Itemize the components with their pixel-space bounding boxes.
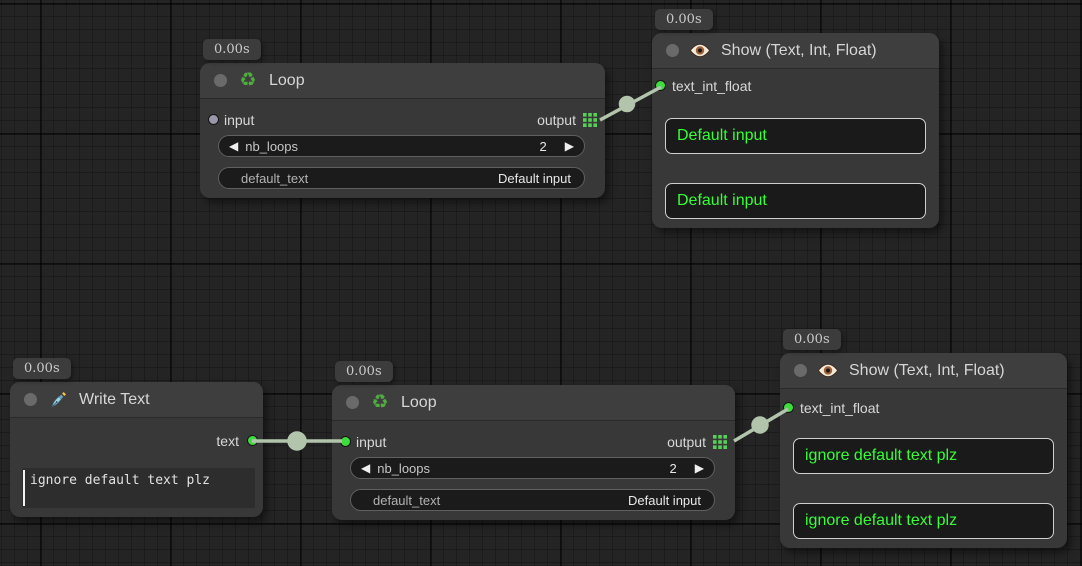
input-slot-label: text_int_float xyxy=(672,78,752,94)
node-header[interactable]: Show (Text, Int, Float) xyxy=(780,353,1067,389)
input-socket[interactable] xyxy=(783,402,794,413)
recycle-icon: ♻ xyxy=(371,391,389,413)
show-output-box: ignore default text plz xyxy=(793,438,1054,474)
eye-icon xyxy=(817,361,839,381)
link-midpoint-dot[interactable] xyxy=(618,95,636,113)
slot-row: text xyxy=(10,430,263,452)
node-show-bottom[interactable]: 0.00s Show (Text, Int, Float) text_int_f… xyxy=(780,329,1067,548)
nb-loops-stepper[interactable]: ◀ nb_loops 2 ▶ xyxy=(350,457,715,479)
decrement-arrow-icon[interactable]: ◀ xyxy=(229,139,239,153)
widget-label: nb_loops xyxy=(377,460,431,476)
input-socket[interactable] xyxy=(208,114,219,125)
link-midpoint-dot[interactable] xyxy=(751,416,769,434)
output-socket[interactable] xyxy=(247,435,258,446)
output-grid-socket[interactable] xyxy=(583,113,597,127)
link-midpoint-dot[interactable] xyxy=(287,431,307,451)
output-slot-label: output xyxy=(537,112,576,128)
execution-time-badge: 0.00s xyxy=(203,39,261,60)
collapse-dot[interactable] xyxy=(346,396,359,409)
widget-value: Default input xyxy=(628,492,701,508)
slot-row: input output xyxy=(332,431,735,453)
input-socket[interactable] xyxy=(340,436,351,447)
slot-row: text_int_float xyxy=(652,75,939,97)
output-slot-label: text xyxy=(216,433,239,449)
widget-label: default_text xyxy=(241,170,309,186)
node-loop-bottom[interactable]: 0.00s ♻ Loop input output ◀ nb_loops 2 ▶… xyxy=(332,361,735,520)
recycle-icon: ♻ xyxy=(239,69,257,91)
slot-row: text_int_float xyxy=(780,397,1067,419)
execution-time-badge: 0.00s xyxy=(335,361,393,382)
output-grid-socket[interactable] xyxy=(713,435,727,449)
collapse-dot[interactable] xyxy=(24,393,37,406)
default-text-widget[interactable]: default_text Default input xyxy=(218,167,585,189)
node-show-top[interactable]: 0.00s Show (Text, Int, Float) text_int_f… xyxy=(652,9,939,228)
input-slot-label: input xyxy=(356,434,387,450)
pen-icon xyxy=(47,390,69,410)
widget-label: default_text xyxy=(373,492,441,508)
node-loop-top[interactable]: 0.00s ♻ Loop input output ◀ nb_loops 2 ▶… xyxy=(200,39,605,198)
decrement-arrow-icon[interactable]: ◀ xyxy=(361,461,371,475)
slot-row: input output xyxy=(200,109,605,131)
input-slot-label: text_int_float xyxy=(800,400,880,416)
show-output-box: ignore default text plz xyxy=(793,503,1054,539)
eye-icon xyxy=(689,41,711,61)
node-header[interactable]: ♻ Loop xyxy=(332,385,735,421)
collapse-dot[interactable] xyxy=(214,74,227,87)
increment-arrow-icon[interactable]: ▶ xyxy=(564,139,574,153)
node-write-text[interactable]: 0.00s Write Text text ignore default tex… xyxy=(10,358,263,517)
widget-value: 2 xyxy=(539,138,547,154)
execution-time-badge: 0.00s xyxy=(783,329,841,350)
input-slot-label: input xyxy=(224,112,255,128)
node-title: Loop xyxy=(401,393,437,411)
execution-time-badge: 0.00s xyxy=(13,358,71,379)
collapse-dot[interactable] xyxy=(666,44,679,57)
node-header[interactable]: Show (Text, Int, Float) xyxy=(652,33,939,69)
increment-arrow-icon[interactable]: ▶ xyxy=(694,461,704,475)
widget-value: Default input xyxy=(498,170,571,186)
node-title: Loop xyxy=(269,71,305,89)
collapse-dot[interactable] xyxy=(794,364,807,377)
widget-value: 2 xyxy=(669,460,677,476)
nb-loops-stepper[interactable]: ◀ nb_loops 2 ▶ xyxy=(218,135,585,157)
widget-label: nb_loops xyxy=(245,138,299,154)
node-header[interactable]: Write Text xyxy=(10,382,263,418)
node-title: Show (Text, Int, Float) xyxy=(721,41,877,59)
execution-time-badge: 0.00s xyxy=(655,9,713,30)
show-output-box: Default input xyxy=(665,118,926,154)
output-slot-label: output xyxy=(667,434,706,450)
input-socket[interactable] xyxy=(655,80,666,91)
node-title: Show (Text, Int, Float) xyxy=(849,361,1005,379)
node-header[interactable]: ♻ Loop xyxy=(200,63,605,99)
default-text-widget[interactable]: default_text Default input xyxy=(350,489,715,511)
show-output-box: Default input xyxy=(665,183,926,219)
node-title: Write Text xyxy=(79,390,150,408)
text-caret xyxy=(23,470,25,506)
text-input-area[interactable]: ignore default text plz xyxy=(22,468,255,508)
